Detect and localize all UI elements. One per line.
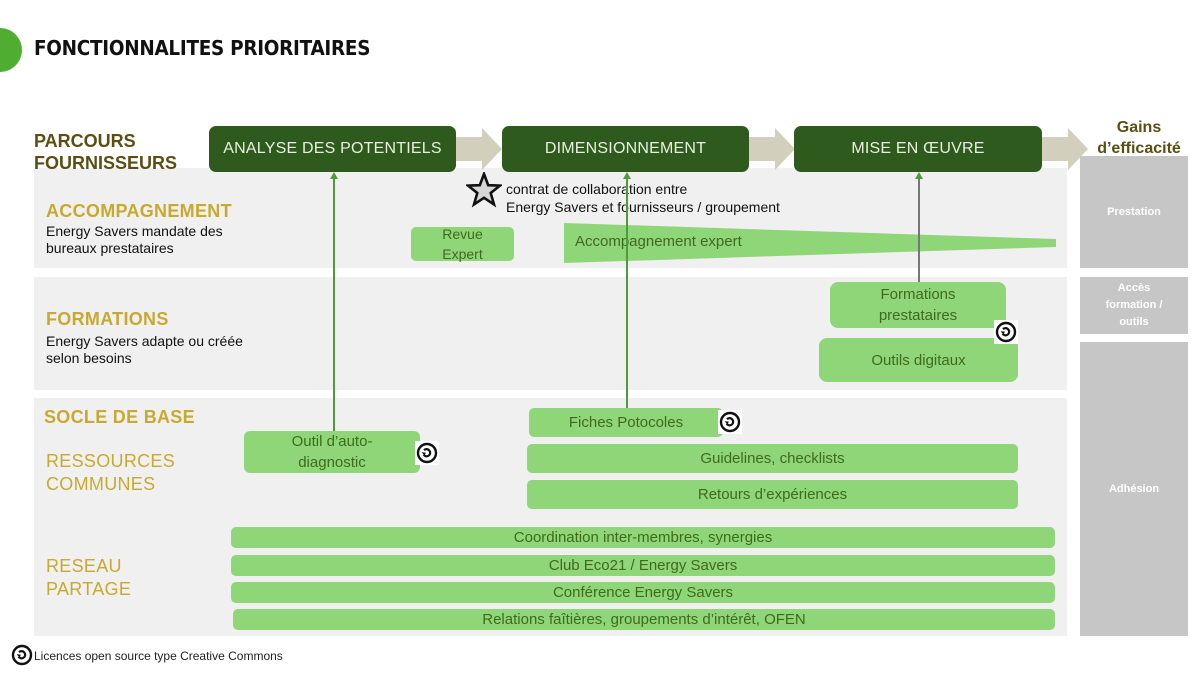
title-bullet	[0, 28, 22, 72]
parcours-label-line2: FOURNISSEURS	[34, 153, 178, 173]
creative-commons-icon	[718, 410, 742, 434]
arrow-up-icon	[330, 172, 338, 179]
subsection-ressources-communes: RESSOURCES COMMUNES	[46, 450, 175, 496]
section-desc-formations: Energy Savers adapte ou créée selon beso…	[46, 333, 243, 367]
creative-commons-icon	[994, 320, 1018, 344]
gain-acces-line1: Accès	[1117, 282, 1151, 294]
footnote-text: Licences open source type Creative Commo…	[34, 649, 283, 663]
item-reseau: Relations faîtières, groupements d’intér…	[233, 609, 1055, 630]
desc-line: Energy Savers adapte ou créée	[46, 333, 243, 349]
gain-acces-formation-outils: Accès formation / outils	[1080, 277, 1188, 334]
gain-acces-line3: outils	[1119, 316, 1149, 328]
gain-acces-line2: formation /	[1105, 299, 1163, 311]
star-icon	[464, 170, 504, 213]
item-revue-expert: Revue Expert	[411, 226, 514, 262]
sub-line: COMMUNES	[46, 474, 156, 494]
creative-commons-icon	[415, 441, 439, 465]
sub-line: RESEAU	[46, 556, 122, 576]
item-line: Formations	[880, 286, 956, 303]
creative-commons-icon	[11, 644, 33, 671]
connector-line	[626, 178, 628, 408]
item-line: diagnostic	[298, 454, 366, 471]
desc-line: bureaux prestataires	[46, 240, 174, 256]
subsection-reseau-partage: RESEAU PARTAGE	[46, 555, 131, 601]
phase-mise-en-oeuvre: MISE EN ŒUVRE	[794, 126, 1042, 172]
item-formations-prestataires: Formations prestataires	[830, 282, 1006, 328]
phase-dimensionnement: DIMENSIONNEMENT	[502, 126, 749, 172]
arrow-icon	[456, 128, 504, 170]
item-outils-digitaux: Outils digitaux	[819, 338, 1018, 382]
item-retours-experiences: Retours d’expériences	[527, 480, 1018, 509]
item-line: Expert	[442, 246, 483, 262]
item-guidelines-checklists: Guidelines, checklists	[527, 444, 1018, 473]
sub-line: RESSOURCES	[46, 451, 176, 471]
arrow-up-icon	[915, 172, 923, 179]
section-title-socle-de-base: SOCLE DE BASE	[44, 407, 195, 427]
arrow-icon	[1042, 128, 1090, 170]
collaboration-contract-note: contrat de collaboration entre Energy Sa…	[506, 180, 780, 216]
desc-line: Energy Savers mandate des	[46, 223, 223, 239]
section-desc-accompagnement: Energy Savers mandate des bureaux presta…	[46, 223, 223, 257]
item-line: prestataires	[878, 307, 958, 324]
item-line: Revue	[442, 226, 483, 242]
desc-line: selon besoins	[46, 350, 132, 366]
item-reseau: Conférence Energy Savers	[231, 582, 1055, 603]
gain-adhesion: Adhésion	[1080, 342, 1188, 636]
gains-title: Gains d’efficacité	[1080, 117, 1198, 159]
star-note-line2: Energy Savers et fournisseurs / groupeme…	[506, 199, 780, 215]
parcours-label: PARCOURS FOURNISSEURS	[34, 130, 177, 174]
section-title-formations: FORMATIONS	[46, 309, 169, 329]
phase-analyse-des-potentiels: ANALYSE DES POTENTIELS	[209, 126, 456, 172]
connector-line	[918, 178, 920, 282]
arrow-up-icon	[623, 172, 631, 179]
star-note-line1: contrat de collaboration entre	[506, 181, 688, 197]
section-title-accompagnement: ACCOMPAGNEMENT	[46, 201, 232, 221]
arrow-icon	[749, 128, 797, 170]
parcours-label-line1: PARCOURS	[34, 131, 136, 151]
gains-title-line1: Gains	[1116, 119, 1162, 136]
item-fiches-protocoles: Fiches Potocoles	[529, 408, 723, 437]
item-reseau: Coordination inter-membres, synergies	[231, 527, 1055, 548]
item-accompagnement-expert-wedge	[564, 223, 1056, 268]
page-title: FONCTIONNALITES PRIORITAIRES	[34, 36, 371, 60]
item-reseau: Club Eco21 / Energy Savers	[231, 555, 1055, 576]
item-accompagnement-expert-label: Accompagnement expert	[575, 233, 742, 250]
gains-title-line2: d’efficacité	[1097, 140, 1181, 157]
sub-line: PARTAGE	[46, 579, 132, 599]
item-outil-auto-diagnostic: Outil d’auto- diagnostic	[244, 431, 420, 473]
gain-prestation: Prestation	[1080, 156, 1188, 268]
connector-line	[333, 178, 335, 431]
item-line: Outil d’auto-	[291, 433, 373, 450]
